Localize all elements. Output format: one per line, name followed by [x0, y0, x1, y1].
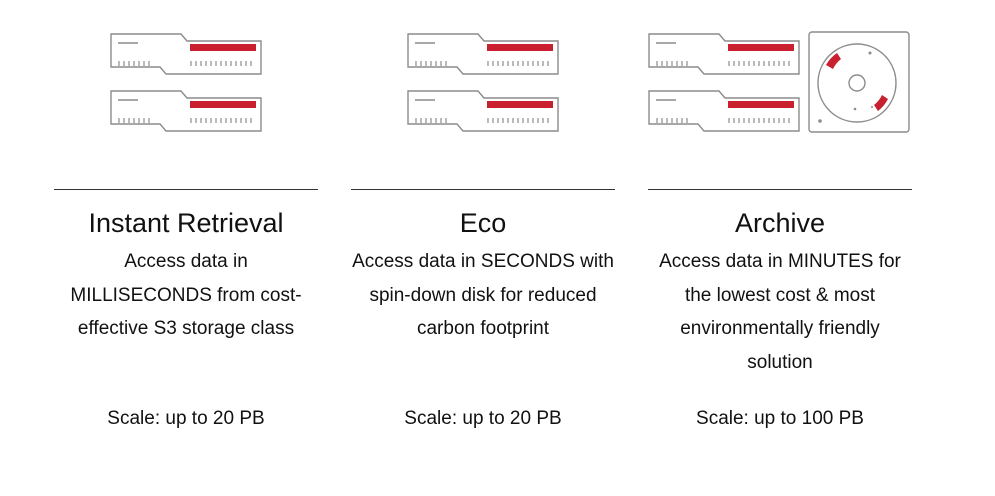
tier-card-instant-retrieval: Instant Retrieval Access data in MILLISE…	[54, 0, 318, 496]
hard-drive-icon	[407, 33, 559, 75]
tier-icons	[648, 0, 912, 150]
tier-description: Access data in MILLISECONDS from cost-ef…	[70, 251, 302, 339]
ssd-drive-icon	[110, 90, 262, 132]
divider	[648, 189, 912, 190]
tape-reel-icon	[808, 31, 910, 133]
tier-title: Archive	[734, 208, 826, 238]
divider	[54, 189, 318, 190]
tier-icons	[54, 0, 318, 150]
tier-card-eco: Eco Access data in SECONDS with spin-dow…	[351, 0, 615, 496]
tier-scale: Scale: up to 20 PB	[107, 408, 265, 429]
hard-drive-icon	[648, 90, 800, 132]
tier-scale: Scale: up to 20 PB	[404, 408, 562, 429]
tier-scale: Scale: up to 100 PB	[696, 408, 864, 429]
tier-description: Access data in MINUTES for the lowest co…	[659, 251, 901, 373]
hard-drive-icon	[407, 90, 559, 132]
divider	[351, 189, 615, 190]
hard-drive-icon	[648, 33, 800, 75]
tier-title: Instant Retrieval	[88, 208, 284, 238]
tier-description: Access data in SECONDS with spin-down di…	[352, 251, 614, 339]
ssd-drive-icon	[110, 33, 262, 75]
tier-icons	[351, 0, 615, 150]
tier-title: Eco	[459, 208, 507, 238]
tier-card-archive: Archive Access data in MINUTES for the l…	[648, 0, 912, 496]
